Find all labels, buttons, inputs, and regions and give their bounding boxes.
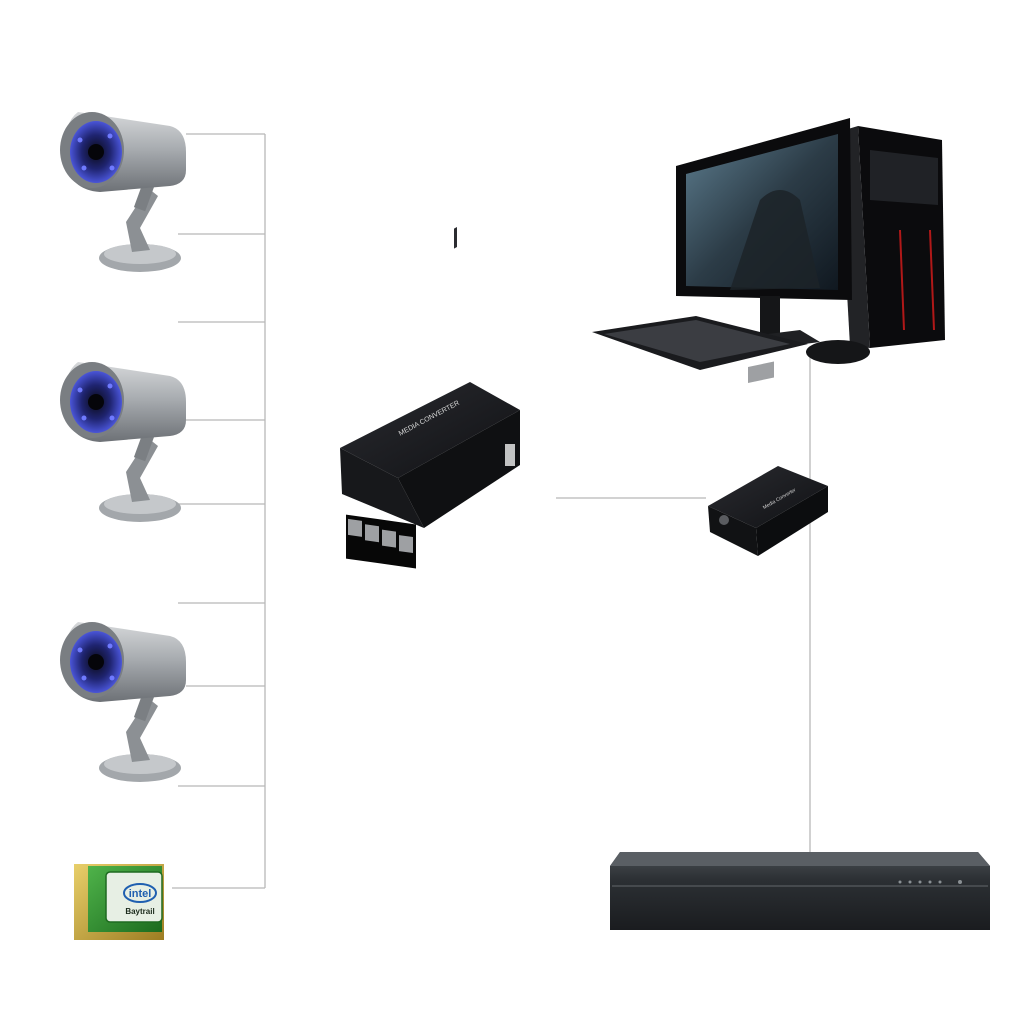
- media-converter-small: Media Converter: [708, 361, 828, 556]
- media-converter-large: MEDIA CONVERTER: [340, 227, 520, 569]
- intel-chip: intel Baytrail: [74, 864, 164, 940]
- cctv-camera-icon: [60, 622, 186, 782]
- media-converter-icon: [708, 466, 828, 528]
- chip-model: Baytrail: [125, 907, 154, 916]
- desktop-computer: [592, 118, 945, 370]
- connection-lines: [172, 133, 811, 889]
- cctv-camera-icon: [60, 112, 186, 272]
- camera-1: [60, 112, 186, 272]
- camera-2: [60, 362, 186, 522]
- ethernet-switch-icon: [340, 382, 520, 478]
- cctv-camera-icon: [60, 362, 186, 522]
- chip-brand: intel: [129, 888, 152, 900]
- camera-3: [60, 622, 186, 782]
- network-video-recorder: [610, 852, 990, 930]
- nvr-recorder-icon: [610, 852, 990, 930]
